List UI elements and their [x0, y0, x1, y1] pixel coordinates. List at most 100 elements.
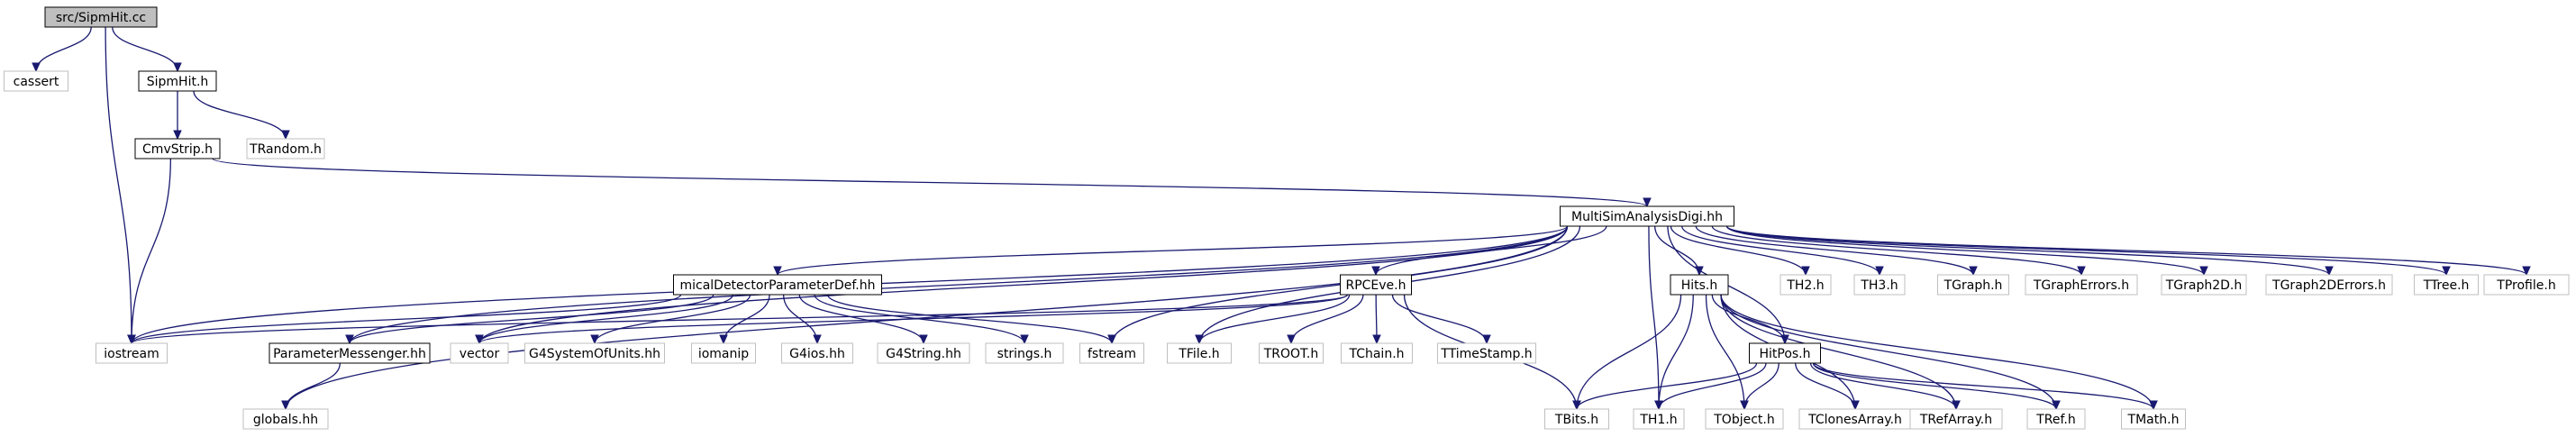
node-hitpos[interactable]: HitPos.h [1749, 342, 1821, 364]
node-msad[interactable]: MultiSimAnalysisDigi.hh [1560, 205, 1734, 227]
arrowhead [719, 334, 728, 345]
edge-line [1198, 294, 1351, 344]
node-label: G4String.hh [886, 347, 961, 361]
node-box [450, 342, 509, 364]
node-iostream: iostream [96, 342, 168, 364]
node-tobject: TObject.h [1705, 408, 1784, 430]
edge-msad-to-tgrapherr [1711, 225, 2086, 277]
node-paramsg[interactable]: ParameterMessenger.hh [269, 342, 431, 364]
node-sipmhit_h[interactable]: SipmHit.h [138, 70, 217, 92]
edge-line [798, 294, 924, 344]
node-label: TTree.h [2423, 278, 2470, 293]
edge-line [1720, 294, 2057, 410]
node-label: TROOT.h [1263, 347, 1319, 361]
node-label: MultiSimAnalysisDigi.hh [1571, 210, 1723, 224]
node-label: TClonesArray.h [1807, 413, 1902, 427]
node-hits[interactable]: Hits.h [1670, 274, 1729, 296]
edge-line [1576, 362, 1758, 410]
node-box [1437, 342, 1536, 364]
edge-line [1725, 225, 2330, 276]
node-label: micalDetectorParameterDef.hh [679, 278, 875, 293]
edge-line [212, 158, 1648, 207]
edge-rpceve-to-tchain [1372, 294, 1381, 345]
arrowhead [281, 130, 290, 141]
node-box [1340, 274, 1412, 296]
edge-line [1681, 225, 1880, 276]
arrowhead [590, 334, 599, 345]
node-box [2025, 274, 2138, 296]
node-label: TH3.h [1860, 278, 1898, 293]
edge-line [777, 225, 1569, 276]
node-tprofile: TProfile.h [2483, 274, 2570, 296]
edge-msad-to-mdpd [773, 225, 1569, 277]
edge-line [131, 294, 1349, 344]
node-trandom: TRandom.h [246, 138, 325, 159]
arrowhead [2522, 266, 2531, 277]
node-label: TFile.h [1178, 347, 1219, 361]
arrowhead [32, 62, 41, 73]
node-label: TChain.h [1348, 347, 1404, 361]
node-label: TH1.h [1639, 413, 1677, 427]
edge-mdpd-to-paramsg [345, 294, 715, 345]
arrowhead [475, 334, 484, 345]
node-mdpd[interactable]: micalDetectorParameterDef.hh [673, 274, 882, 296]
arrowhead [345, 334, 354, 345]
node-box [1079, 342, 1144, 364]
edge-line [1654, 225, 1700, 276]
node-tbits: TBits.h [1544, 408, 1609, 430]
node-tref: TRef.h [2026, 408, 2086, 430]
node-box [2026, 408, 2086, 430]
arrowhead [1372, 334, 1381, 345]
edge-line [1812, 362, 2057, 410]
edge-rpceve-to-ttimestamp [1391, 294, 1491, 345]
node-label: iostream [104, 347, 159, 361]
edge-line [1111, 225, 1569, 344]
arrowhead [919, 334, 928, 345]
edge-hitpos-to-tbits [1572, 362, 1758, 411]
arrowhead [2199, 266, 2208, 277]
edge-msad-to-tgraph [1695, 225, 1978, 277]
node-label: strings.h [997, 347, 1052, 361]
edge-line [131, 158, 171, 344]
arrowhead [1654, 400, 1663, 411]
node-box [2414, 274, 2479, 296]
node-strings: strings.h [985, 342, 1064, 364]
node-g4ios: G4ios.hh [781, 342, 853, 364]
node-cmvstrip[interactable]: CmvStrip.h [134, 138, 221, 159]
edge-line [105, 26, 132, 344]
node-label: TRefArray.h [1919, 413, 1992, 427]
node-label: TRandom.h [249, 142, 322, 157]
node-box [96, 342, 168, 364]
edge-line [594, 294, 751, 344]
edge-msad-to-rpceve [1371, 225, 1607, 277]
node-box [1853, 274, 1906, 296]
node-box [1749, 342, 1821, 364]
edge-line [1658, 294, 1694, 410]
node-label: globals.hh [253, 413, 318, 427]
node-globals: globals.hh [242, 408, 329, 430]
edge-msad-to-tgraph2d [1725, 225, 2208, 277]
edge-mdpd-to-g4sou [590, 294, 751, 345]
edge-mdpd-to-g4string [798, 294, 928, 345]
node-box [1259, 342, 1324, 364]
edge-msad-to-tprofile [1725, 225, 2531, 277]
edge-sipmhit_cc-to-iostream [105, 26, 136, 345]
node-sipmhit_cc[interactable]: src/SipmHit.cc [44, 6, 158, 28]
edge-line [1711, 225, 2082, 276]
node-box [4, 70, 68, 92]
arrowhead [2149, 400, 2158, 411]
edge-line [112, 26, 178, 72]
node-box [1341, 342, 1413, 364]
node-box [691, 342, 756, 364]
node-g4string: G4String.hh [877, 342, 970, 364]
edge-line [1670, 225, 1807, 276]
edge-line [1576, 294, 1682, 410]
node-rpceve[interactable]: RPCEve.h [1340, 274, 1412, 296]
node-label: TBits.h [1554, 413, 1598, 427]
arrowhead [281, 400, 290, 411]
node-box [1167, 342, 1232, 364]
node-box [673, 274, 882, 296]
node-tmath: TMath.h [2121, 408, 2186, 430]
